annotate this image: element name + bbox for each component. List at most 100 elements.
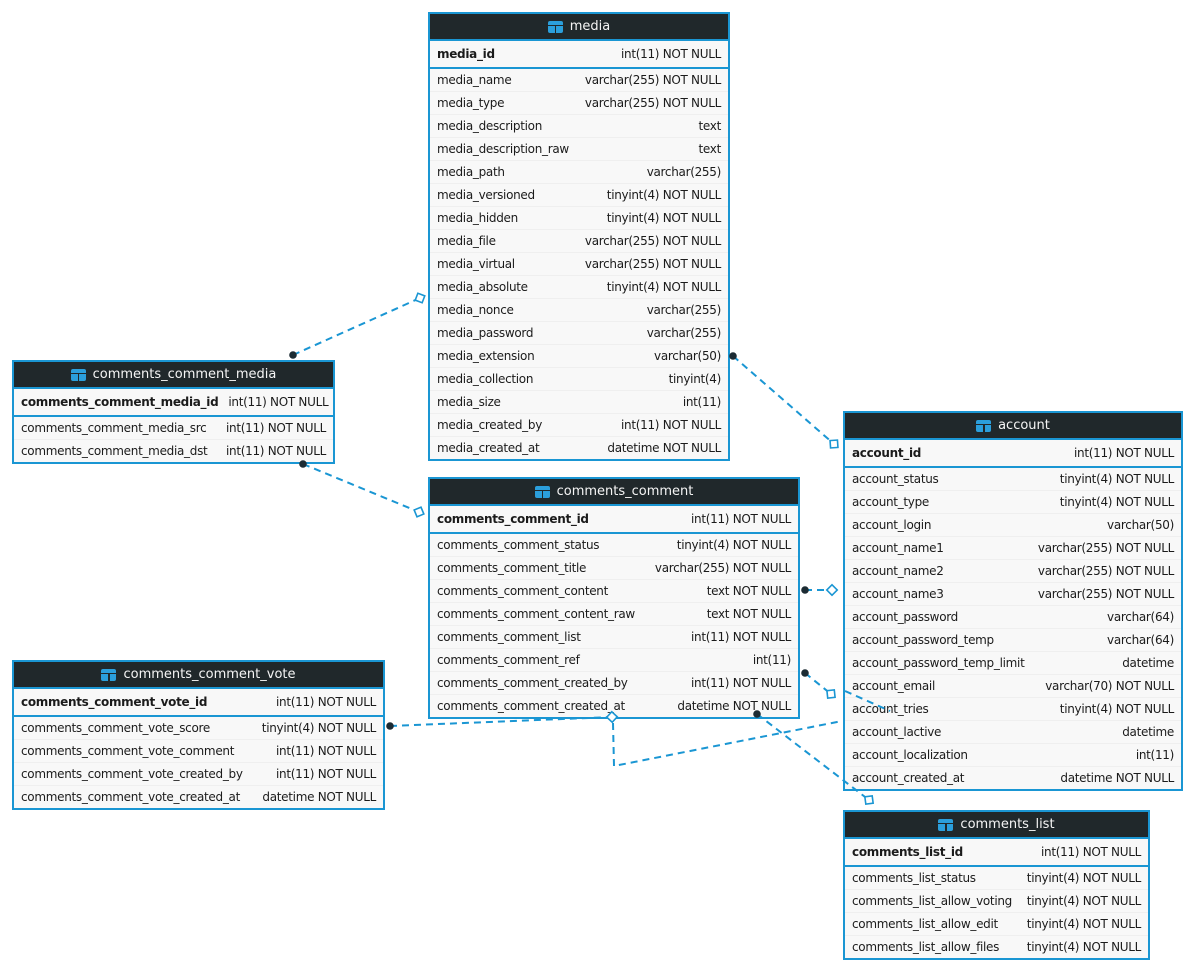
field-type: int(11) NOT NULL xyxy=(276,695,376,709)
field-name: media_description xyxy=(437,119,542,133)
field-name: account_lactive xyxy=(852,725,942,739)
one-end-diamond xyxy=(829,439,839,449)
field-type: tinyint(4) NOT NULL xyxy=(1026,894,1142,908)
field-type: varchar(255) NOT NULL xyxy=(584,73,721,87)
field-name: media_created_at xyxy=(437,441,540,455)
field-name: account_id xyxy=(852,446,922,460)
table-header[interactable]: comments_list xyxy=(845,812,1148,839)
field-name: account_password xyxy=(852,610,958,624)
field-name: comments_comment_list xyxy=(437,630,581,644)
table-header[interactable]: account xyxy=(845,413,1181,440)
field-name: media_description_raw xyxy=(437,142,569,156)
field-row: account_name3 varchar(255) NOT NULL xyxy=(845,583,1181,606)
field-type: varchar(255) NOT NULL xyxy=(1037,564,1174,578)
field-type: tinyint(4) xyxy=(668,372,722,386)
field-type: varchar(64) xyxy=(1107,633,1174,647)
field-name: comments_comment_created_by xyxy=(437,676,628,690)
field-type: int(11) NOT NULL xyxy=(1074,446,1174,460)
field-name: comments_list_status xyxy=(852,871,976,885)
table-header[interactable]: comments_comment xyxy=(430,479,798,506)
one-end-diamond xyxy=(413,506,425,518)
many-end-dot xyxy=(801,586,809,594)
field-name: account_email xyxy=(852,679,936,693)
field-type: varchar(255) NOT NULL xyxy=(584,96,721,110)
field-name: comments_comment_media_dst xyxy=(21,444,208,458)
one-end-diamond xyxy=(826,689,836,699)
one-end-diamond xyxy=(414,292,426,304)
field-type: int(11) xyxy=(752,653,791,667)
relationship-line-comments_comment_media-to-media xyxy=(292,297,421,356)
field-name: account_status xyxy=(852,472,939,486)
primary-key-row: account_id int(11) NOT NULL xyxy=(845,440,1181,468)
field-name: media_nonce xyxy=(437,303,514,317)
many-end-dot xyxy=(729,352,737,360)
field-type: text xyxy=(698,119,722,133)
table-header[interactable]: comments_comment_media xyxy=(14,362,333,389)
field-type: text NOT NULL xyxy=(706,584,792,598)
field-name: account_localization xyxy=(852,748,968,762)
field-row: media_versioned tinyint(4) NOT NULL xyxy=(430,184,728,207)
field-name: account_name3 xyxy=(852,587,944,601)
field-name: media_versioned xyxy=(437,188,535,202)
field-type: varchar(255) NOT NULL xyxy=(584,234,721,248)
table-comments-comment-media[interactable]: comments_comment_media comments_comment_… xyxy=(12,360,335,464)
field-name: comments_comment_vote_score xyxy=(21,721,210,735)
field-name: media_type xyxy=(437,96,505,110)
field-name: media_file xyxy=(437,234,496,248)
table-icon xyxy=(70,368,86,381)
field-name: media_virtual xyxy=(437,257,515,271)
table-rows: account_id int(11) NOT NULL account_status… xyxy=(845,440,1181,789)
field-name: account_name2 xyxy=(852,564,944,578)
table-icon xyxy=(976,419,992,432)
many-end-dot xyxy=(386,722,394,730)
many-end-dot xyxy=(801,669,809,677)
field-type: varchar(255) NOT NULL xyxy=(1037,587,1174,601)
table-rows: comments_comment_media_id int(11) NOT NUL… xyxy=(14,389,333,462)
field-name: comments_comment_media_id xyxy=(21,395,219,409)
field-name: media_id xyxy=(437,47,495,61)
field-type: int(11) NOT NULL xyxy=(276,744,376,758)
table-comments-comment-vote[interactable]: comments_comment_vote comments_comment_v… xyxy=(12,660,385,810)
field-type: datetime NOT NULL xyxy=(1060,771,1174,785)
field-row: media_type varchar(255) NOT NULL xyxy=(430,92,728,115)
field-type: int(11) NOT NULL xyxy=(691,676,791,690)
field-type: tinyint(4) NOT NULL xyxy=(606,188,722,202)
relationship-line-comments_comment_media-to-comments_comment xyxy=(302,463,420,513)
field-name: media_hidden xyxy=(437,211,518,225)
table-header[interactable]: media xyxy=(430,14,728,41)
table-header[interactable]: comments_comment_vote xyxy=(14,662,383,689)
field-type: varchar(255) NOT NULL xyxy=(584,257,721,271)
many-end-dot xyxy=(289,351,297,359)
field-name: comments_list_allow_edit xyxy=(852,917,998,931)
field-type: tinyint(4) NOT NULL xyxy=(1059,472,1175,486)
field-type: int(11) NOT NULL xyxy=(226,421,326,435)
